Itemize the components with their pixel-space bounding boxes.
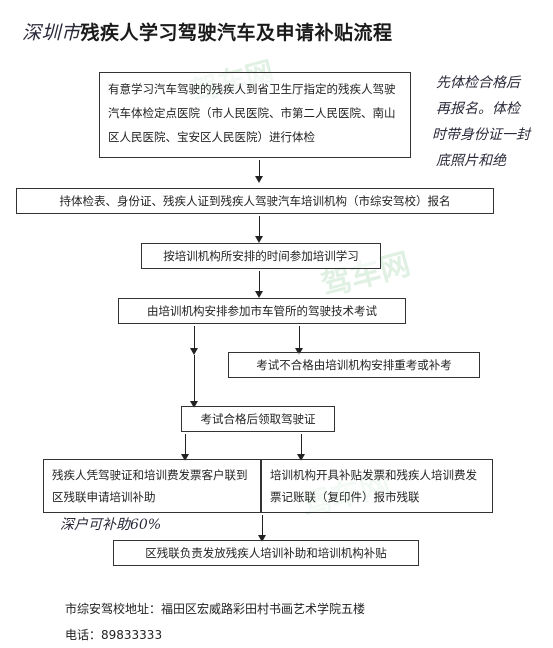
step-5-text: 考试合格后领取驾驶证 [200,412,316,426]
step-7-text: 区残联负责发放残疾人培训补助和培训机构补贴 [145,546,387,560]
step-4-box: 由培训机构安排参加市车管所的驾驶技术考试 [118,298,406,324]
step-4-fail-text: 考试不合格由培训机构安排重考或补考 [256,358,452,372]
step-4-fail-box: 考试不合格由培训机构安排重考或补考 [228,352,480,378]
step-1-box: 有意学习汽车驾驶的残疾人到省卫生厅指定的残疾人驾驶汽车体检定点医院（市人民医院、… [99,72,411,158]
step-3-text: 按培训机构所安排的时间参加培训学习 [163,249,359,263]
handwritten-note-right-line1: 先体检合格后 [436,75,520,91]
footer-address: 市综安驾校地址：福田区宏威路彩田村书画艺术学院五楼 [65,602,366,616]
step-6-left-box: 残疾人凭驾驶证和培训费发票客户联到区残联申请培训补助 [43,459,261,513]
step-6-left-text: 残疾人凭驾驶证和培训费发票客户联到区残联申请培训补助 [52,468,248,504]
step-6-right-text: 培训机构开具补贴发票和残疾人培训费发票记账联（复印件）报市残联 [270,468,477,504]
handwritten-note-left: 深户可补助60% [60,517,162,533]
page-title: 深圳市残疾人学习驾驶汽车及申请补贴流程 [22,18,393,45]
title-text: 残疾人学习驾驶汽车及申请补贴流程 [80,22,393,44]
step-3-box: 按培训机构所安排的时间参加培训学习 [141,243,381,269]
step-2-box: 持体检表、身份证、残疾人证到残疾人驾驶汽车培训机构（市综安驾校）报名 [16,188,494,214]
handwritten-note-right-line2: 再报名。体检 [436,101,520,117]
handwritten-note-right-line4: 底照片和绝 [436,153,506,169]
step-2-text: 持体检表、身份证、残疾人证到残疾人驾驶汽车培训机构（市综安驾校）报名 [59,194,451,208]
step-6-right-box: 培训机构开具补贴发票和残疾人培训费发票记账联（复印件）报市残联 [261,459,493,513]
step-5-box: 考试合格后领取驾驶证 [181,406,335,432]
title-handwritten-prefix: 深圳市 [22,22,81,44]
footer-phone: 电话：89833333 [65,628,163,642]
step-1-text: 有意学习汽车驾驶的残疾人到省卫生厅指定的残疾人驾驶汽车体检定点医院（市人民医院、… [108,82,396,144]
step-7-box: 区残联负责发放残疾人培训补助和培训机构补贴 [113,540,419,566]
handwritten-note-right-line3: 时带身份证一封 [432,127,530,143]
step-4-text: 由培训机构安排参加市车管所的驾驶技术考试 [147,304,377,318]
